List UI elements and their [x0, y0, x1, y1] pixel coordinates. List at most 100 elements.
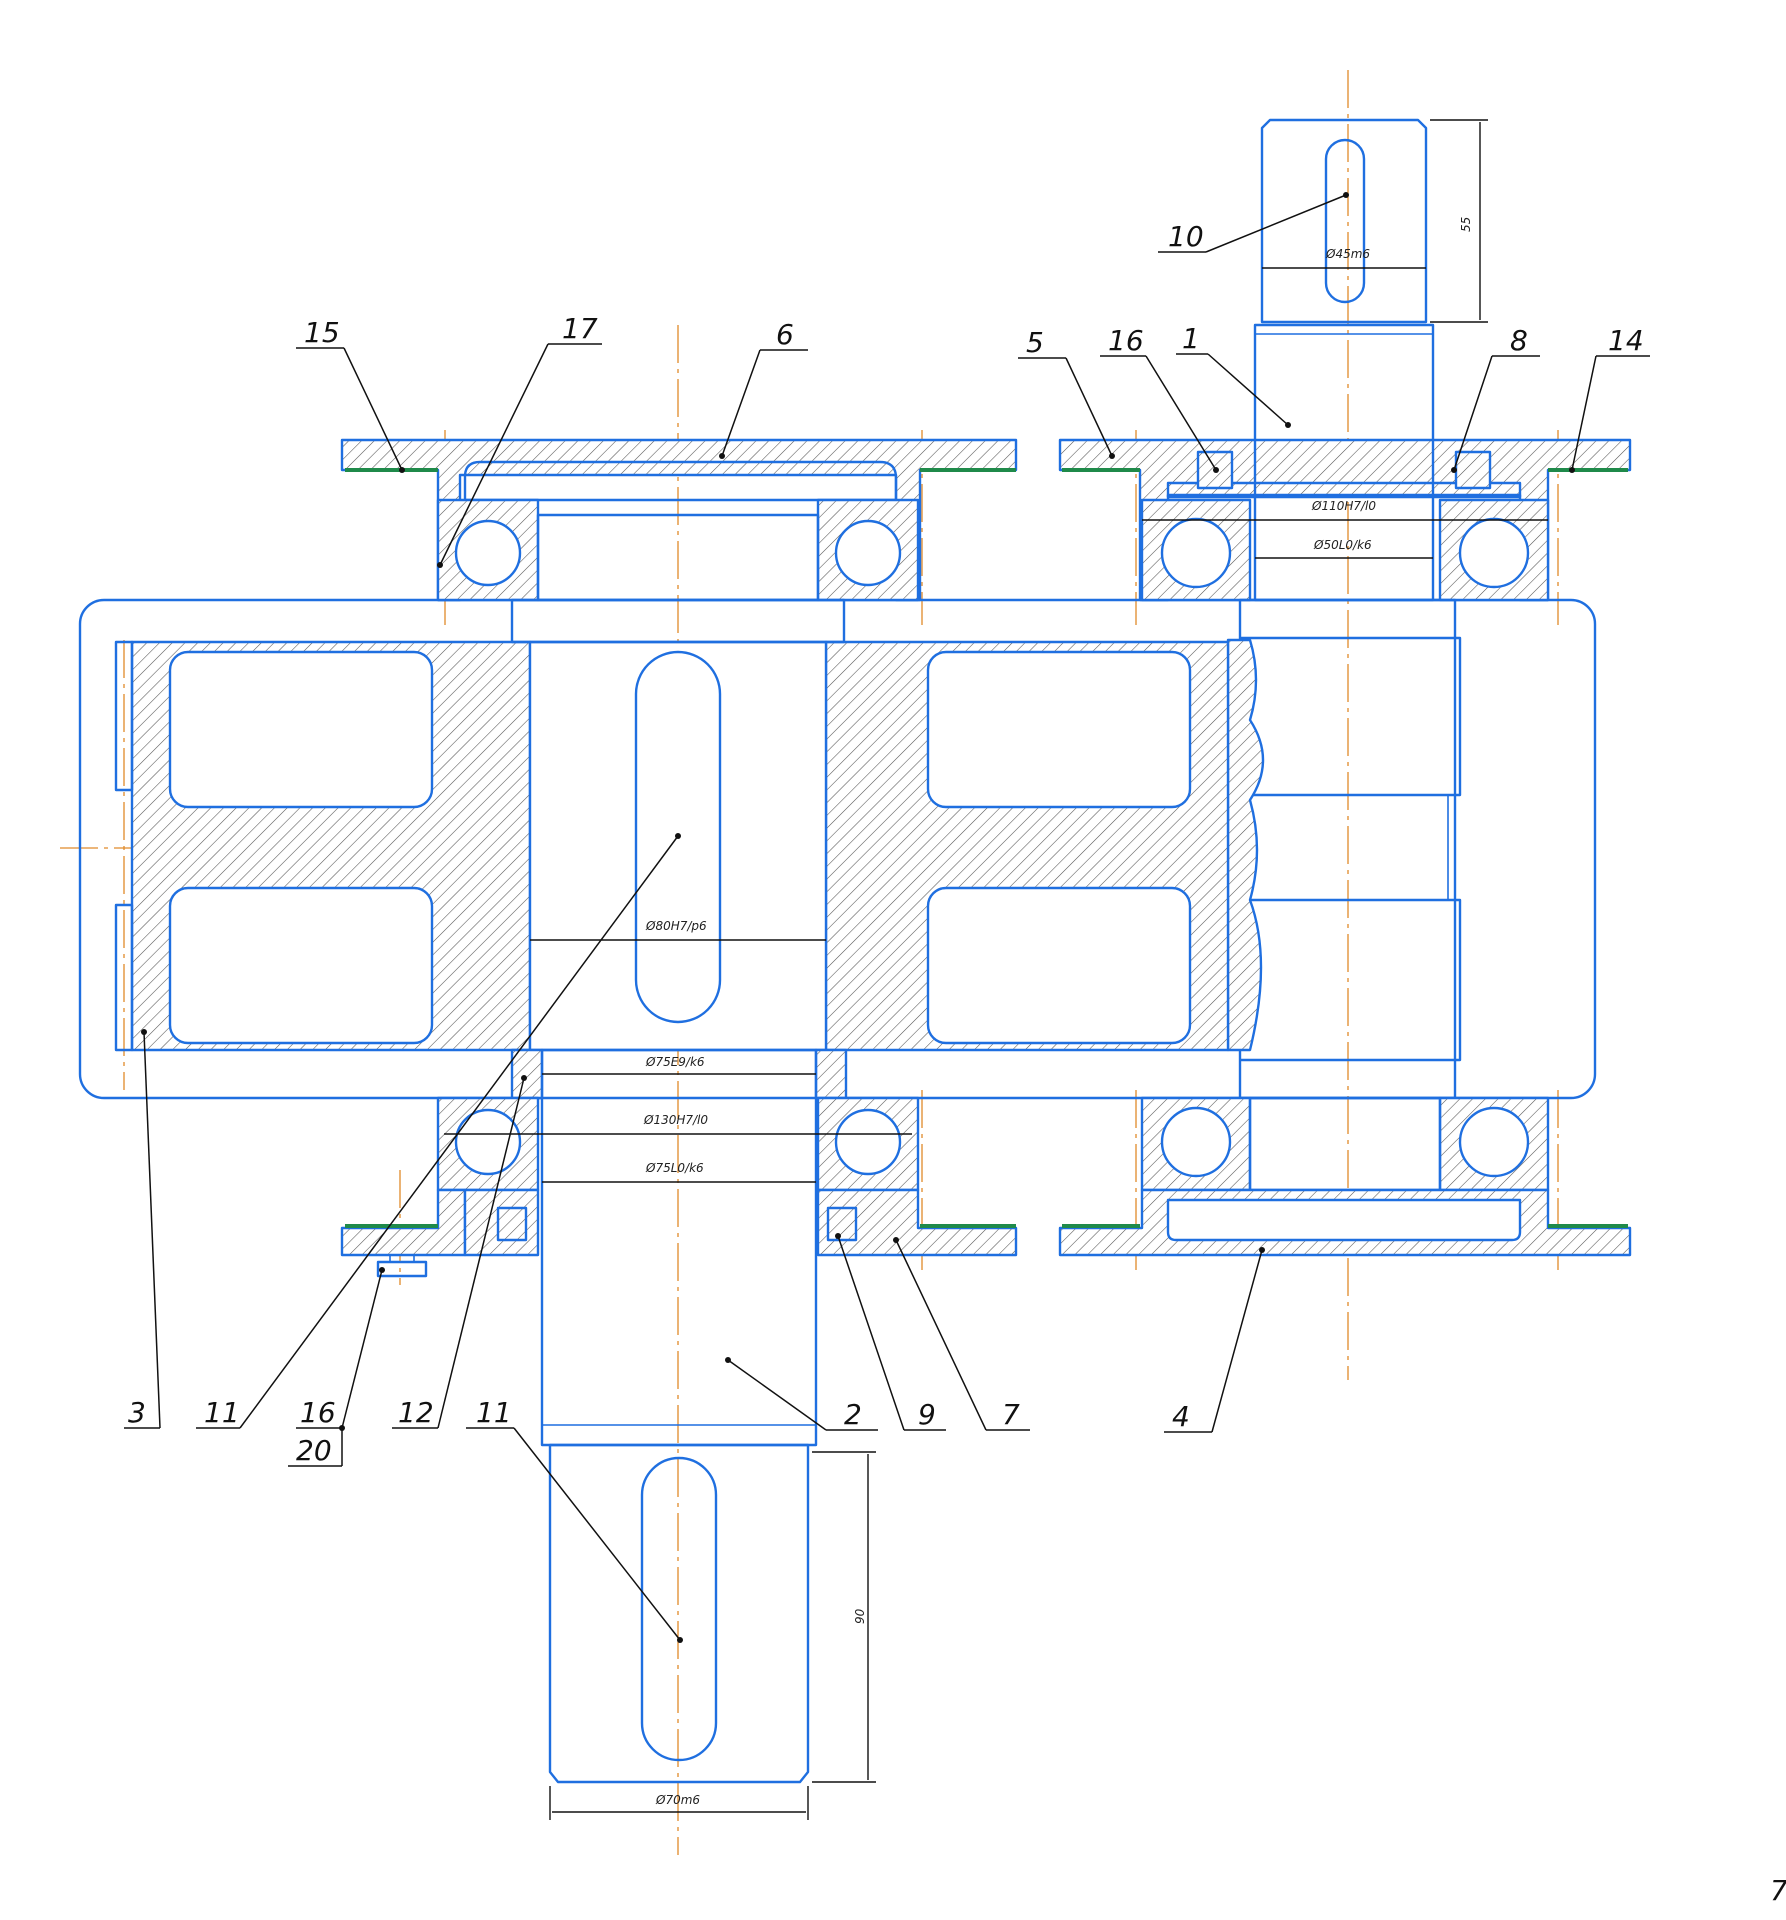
label-8: 8 — [1510, 324, 1528, 357]
label-14: 14 — [1608, 324, 1644, 357]
label-12: 12 — [398, 1396, 434, 1429]
seal-9 — [826, 1206, 858, 1242]
gear-right-pocket-bottom — [926, 886, 1192, 1045]
label-20: 20 — [296, 1434, 332, 1467]
label-11-lower: 11 — [476, 1396, 512, 1429]
leader-dot — [1569, 467, 1575, 473]
gear-wheel-3 — [114, 640, 1230, 1052]
leader-1 — [1207, 353, 1289, 426]
output-shaft-body — [540, 1048, 818, 1447]
gear-rim-tooth-upper — [114, 640, 134, 792]
leader-10 — [1205, 194, 1347, 253]
bearing-ball — [1160, 517, 1232, 589]
label-2: 2 — [844, 1398, 862, 1431]
label-5: 5 — [1026, 326, 1044, 359]
bearing-ball — [834, 519, 902, 587]
pinion-tooth-upper — [1240, 636, 1462, 797]
cap-bottom-left-a — [340, 1188, 467, 1257]
leader-dot — [1451, 467, 1457, 473]
cap-seal-groove — [1166, 481, 1522, 499]
key-10 — [1324, 138, 1366, 304]
gear-hub-bore — [528, 640, 828, 1052]
bottom-bearings — [436, 1096, 1550, 1192]
dim-110-text: Ø110H7/l0 — [1311, 499, 1376, 513]
key-11-output — [640, 1456, 718, 1762]
label-16-top: 16 — [1108, 324, 1144, 357]
leader-9 — [837, 1235, 905, 1431]
leader-dot — [1109, 453, 1115, 459]
leader-6 — [721, 349, 761, 457]
leader-5 — [1065, 357, 1113, 457]
dim-55-text: 55 — [1459, 217, 1473, 232]
leader-14 — [1571, 355, 1597, 471]
label-15: 15 — [304, 316, 340, 349]
leader-dot — [437, 562, 443, 568]
label-3: 3 — [128, 1396, 146, 1429]
output-shaft-top-bearings — [436, 498, 920, 602]
bearing-ball — [1458, 1106, 1530, 1178]
leader-dot — [1259, 1247, 1265, 1253]
leader-dot — [835, 1233, 841, 1239]
label-6: 6 — [776, 318, 794, 351]
input-shaft-lower-journal — [1248, 1096, 1442, 1192]
leader-17 — [439, 343, 549, 566]
dim-45m6-text: Ø45m6 — [1325, 247, 1370, 261]
pinion-section-break — [1226, 638, 1265, 1052]
corner-text: 7 — [1770, 1874, 1786, 1907]
label-17: 17 — [562, 312, 598, 345]
shaft-upper-section — [510, 598, 846, 644]
leader-dot — [719, 453, 725, 459]
label-9: 9 — [918, 1398, 936, 1431]
part-callouts: 10 15 17 6 5 16 1 8 — [124, 192, 1650, 1643]
leader-12 — [437, 1077, 525, 1429]
leader-11b — [513, 1427, 681, 1641]
label-4: 4 — [1172, 1400, 1190, 1433]
leader-16-20 — [341, 1269, 383, 1429]
leader-dot — [1285, 422, 1291, 428]
leader-dot — [893, 1237, 899, 1243]
leader-dot — [521, 1075, 527, 1081]
label-16-bottom: 16 — [300, 1396, 336, 1429]
leader-dot — [1343, 192, 1349, 198]
gear-left-pocket-top — [168, 650, 434, 809]
dim-80-text: Ø80H7/p6 — [645, 919, 707, 933]
pinion-tooth-lower — [1240, 898, 1462, 1062]
output-shaft-end — [548, 1443, 810, 1784]
input-shaft — [1226, 118, 1462, 1100]
leader-4 — [1211, 1249, 1263, 1433]
leader-dot — [725, 1357, 731, 1363]
dimension-lines: Ø45m6 55 Ø110H7/l0 Ø50L0/k6 Ø80H7/p6 Ø75… — [444, 119, 1548, 1820]
cap-4-recess — [1166, 1198, 1522, 1242]
seal-8-top — [1454, 450, 1492, 490]
dim-75l0-text: Ø75L0/k6 — [645, 1161, 704, 1175]
gear-right-pocket-top — [926, 650, 1192, 809]
bearing-ball — [454, 519, 522, 587]
dim-70m6-text: Ø70m6 — [655, 1793, 700, 1807]
leader-dot — [675, 833, 681, 839]
dim-50-text: Ø50L0/k6 — [1313, 538, 1372, 552]
leader-dot — [141, 1029, 147, 1035]
leader-11a — [239, 835, 679, 1429]
seal-bottom-left — [496, 1206, 528, 1242]
dim-130-text: Ø130H7/l0 — [643, 1113, 708, 1127]
dim-75e9-text: Ø75E9/k6 — [645, 1055, 705, 1069]
cap-inner-recess — [463, 460, 898, 502]
label-10: 10 — [1168, 220, 1204, 253]
label-11-left: 11 — [204, 1396, 240, 1429]
bearing-ball — [1458, 517, 1530, 589]
bottom-bearing-caps — [340, 1188, 1632, 1278]
input-shaft-end — [1260, 118, 1428, 324]
leader-16-top — [1145, 355, 1217, 471]
leader-3 — [143, 1031, 161, 1429]
leader-7 — [895, 1239, 987, 1431]
bearing-ball — [834, 1108, 902, 1176]
label-7: 7 — [1002, 1398, 1020, 1431]
bearing-ball — [1160, 1106, 1232, 1178]
leader-2 — [727, 1359, 827, 1431]
leader-dot — [379, 1267, 385, 1273]
gear-rim-tooth-lower — [114, 903, 134, 1052]
leader-15 — [343, 347, 403, 471]
spacer-12-right — [814, 1048, 848, 1100]
leader-8 — [1453, 355, 1493, 471]
